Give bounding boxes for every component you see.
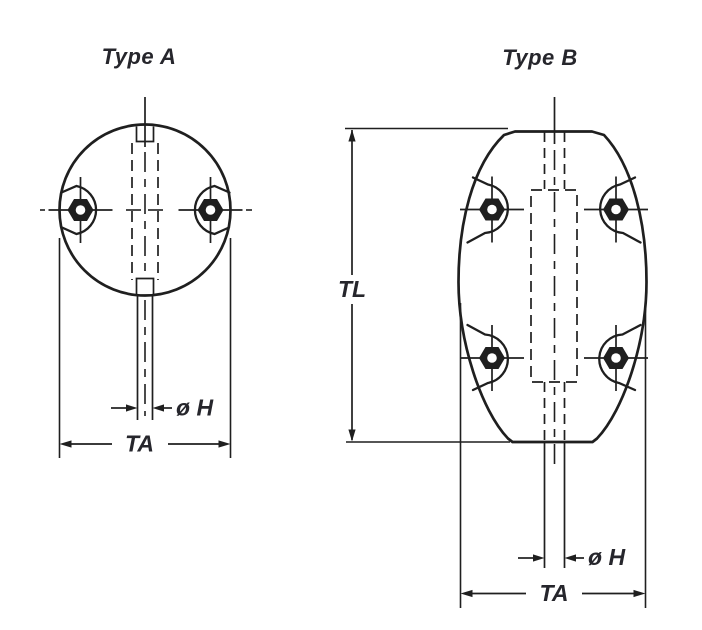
type-b-view: Type B TL [338, 45, 649, 608]
type-a-view: Type A ø H [40, 44, 252, 458]
arrowhead-left-icon [564, 554, 576, 562]
type-b-body-outline [457, 130, 648, 444]
type-b-width-dimension: TA [459, 303, 647, 608]
type-a-bottom-notch [135, 277, 155, 295]
type-a-title: Type A [102, 44, 177, 69]
hex-bolt-icon [583, 324, 649, 392]
type-a-diameter-label: ø H [176, 395, 213, 421]
hex-bolt-icon [459, 324, 525, 392]
type-b-pocket-hidden-outline [530, 189, 578, 383]
hex-bolt-icon [177, 176, 244, 244]
arrowhead-right-icon [533, 554, 545, 562]
arrowhead-right-icon [633, 589, 646, 598]
type-a-shaft-diameter-dimension: ø H [111, 395, 213, 421]
hex-bolt-icon [459, 175, 525, 244]
type-b-shaft-diameter-dimension: ø H [518, 544, 625, 570]
type-b-width-label: TA [540, 580, 569, 606]
type-a-width-dimension: TA [58, 238, 232, 458]
type-a-width-label: TA [125, 431, 154, 457]
type-a-top-notch [135, 126, 155, 143]
type-b-length-label: TL [338, 276, 366, 302]
type-b-length-dimension: TL [338, 127, 510, 443]
type-b-title: Type B [502, 45, 578, 70]
type-b-diameter-label: ø H [588, 544, 625, 570]
hex-bolt-icon [47, 176, 114, 244]
arrowhead-down-icon [348, 429, 356, 442]
arrowhead-right-icon [126, 404, 138, 412]
arrowhead-left-icon [152, 404, 164, 412]
hex-bolt-icon [583, 175, 649, 244]
arrowhead-left-icon [460, 589, 473, 598]
arrowhead-left-icon [59, 440, 72, 448]
arrowhead-right-icon [218, 440, 231, 448]
arrowhead-up-icon [348, 129, 356, 142]
